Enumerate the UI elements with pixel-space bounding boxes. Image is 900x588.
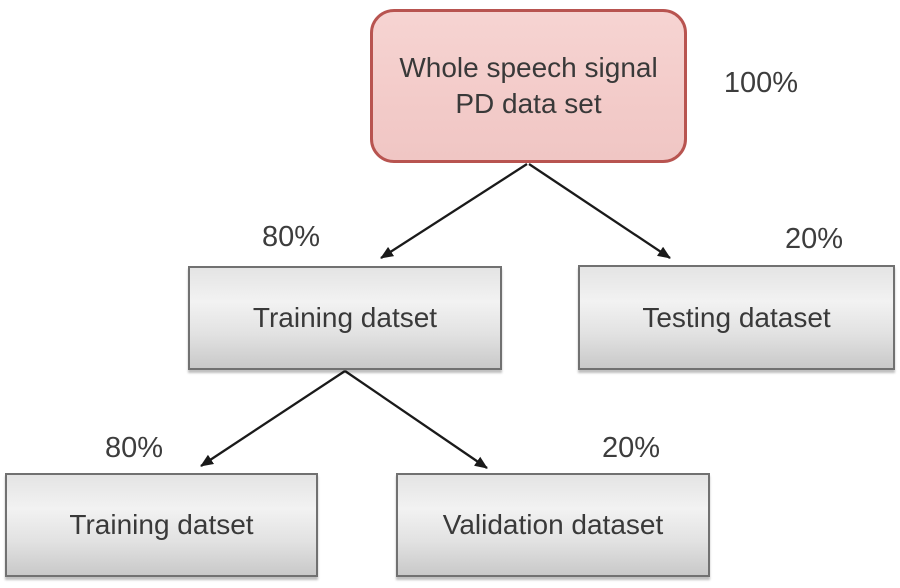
percent-label-training-top: 80%	[261, 221, 321, 253]
percent-label-validation: 20%	[601, 432, 661, 464]
percent-label-training-bottom: 80%	[104, 432, 164, 464]
node-training-dataset-bottom: Training datset	[5, 473, 318, 577]
arrow-training-to-training	[200, 370, 346, 467]
arrow-root-to-training	[380, 163, 528, 259]
node-training-dataset-top: Training datset	[188, 266, 502, 370]
node-testing-dataset: Testing dataset	[578, 265, 895, 370]
arrow-training-to-validation	[344, 370, 488, 469]
node-whole-speech-signal-pd-dataset: Whole speech signal PD data set	[370, 9, 687, 163]
arrow-root-to-testing	[528, 163, 671, 259]
percent-label-root: 100%	[723, 67, 799, 99]
percent-label-testing: 20%	[784, 223, 844, 255]
node-validation-dataset: Validation dataset	[396, 473, 710, 577]
